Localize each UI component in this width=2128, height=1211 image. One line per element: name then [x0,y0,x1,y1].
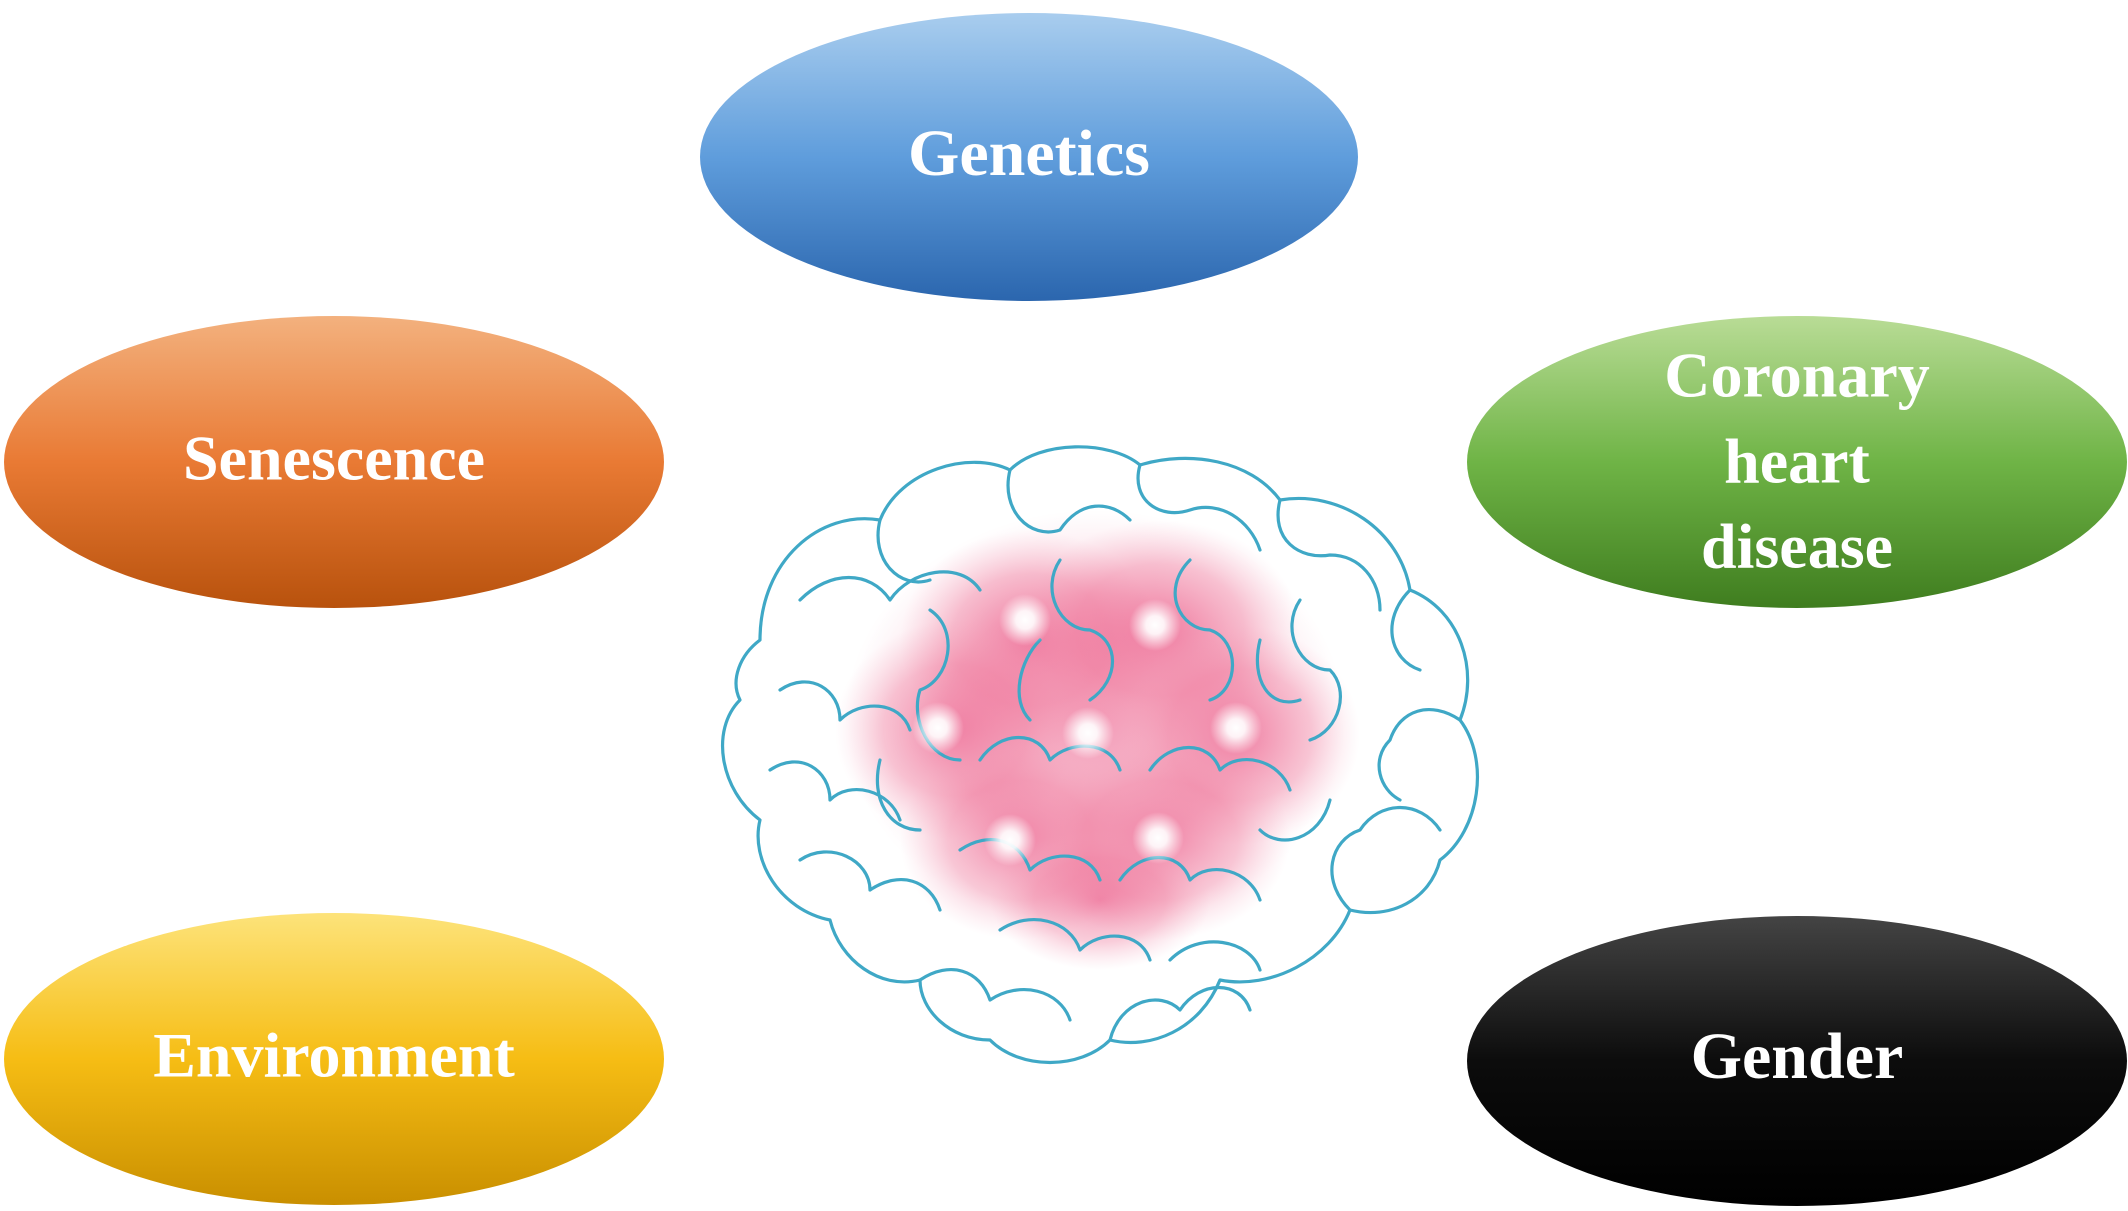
senescence-ellipse [4,316,664,608]
senescence-node: Senescence [4,316,664,608]
coronary-label-line-1: Coronary [1664,340,1929,411]
environment-node: Environment [4,913,664,1205]
genetics-ellipse [700,13,1358,301]
gender-label: Gender [1691,1020,1904,1093]
hotspot [1129,599,1181,651]
senescence-label: Senescence [183,423,485,494]
genetics-node: Genetics [700,13,1358,301]
brain-icon [720,445,1479,1064]
hotspot [999,594,1051,646]
hotspot [912,702,964,754]
hotspot [984,814,1036,866]
genetics-label: Genetics [908,117,1150,190]
brain-hotspots [912,594,1262,866]
hotspot [1210,702,1262,754]
brain-outline [720,445,1479,1064]
gender-ellipse [1467,916,2127,1206]
coronary-label-line-2: heart [1724,426,1870,497]
coronary-heart-disease-ellipse [1467,316,2127,608]
hotspot [1132,812,1184,864]
hotspot [1062,707,1114,759]
coronary-heart-disease-node: Coronary heart disease [1467,316,2127,608]
coronary-label-line-3: disease [1701,511,1893,582]
environment-ellipse [4,913,664,1205]
gender-node: Gender [1467,916,2127,1206]
environment-label: Environment [153,1020,515,1091]
